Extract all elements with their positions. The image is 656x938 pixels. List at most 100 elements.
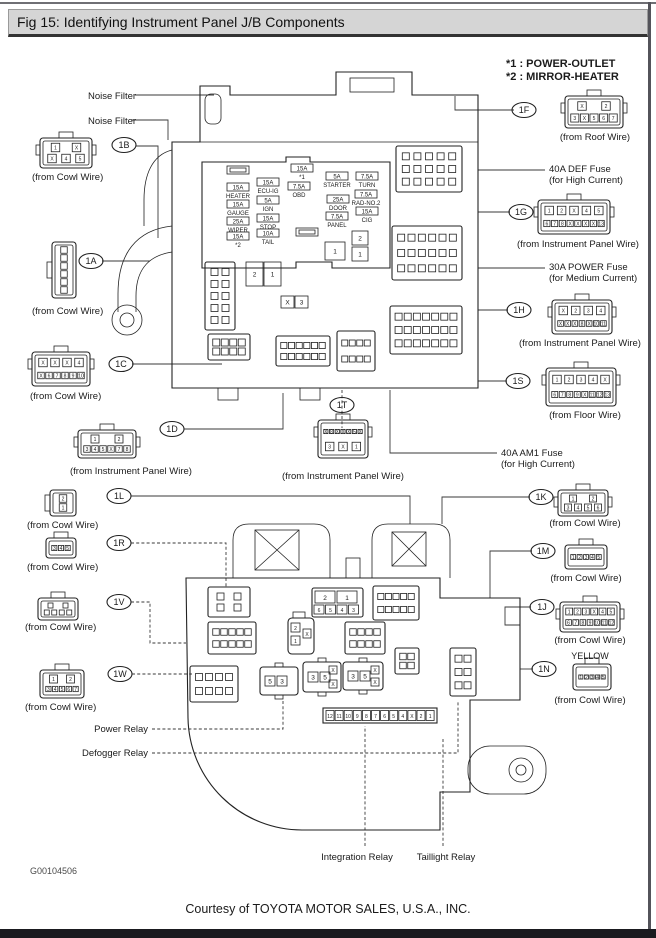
footprint-pin <box>425 165 433 173</box>
numbered-box-label: 1 <box>358 251 362 258</box>
footprint-pin <box>431 312 440 321</box>
connector-pin <box>74 357 84 368</box>
connector-body-inner <box>567 98 621 126</box>
numbered-cell-label: 4 <box>341 608 344 614</box>
fuse-box-inner <box>229 167 247 173</box>
strip-cell <box>334 710 344 721</box>
connector-pin-number: 2 <box>62 496 65 502</box>
footprint-pin <box>394 339 403 348</box>
footprint-pin <box>233 603 242 612</box>
connector-pin <box>570 113 580 123</box>
leader-line <box>504 606 531 626</box>
connector-pin-number: 5 <box>102 447 105 453</box>
footprint-pin <box>212 338 221 347</box>
footprint-pin <box>417 233 426 242</box>
connector-pin <box>573 607 582 616</box>
connector-pin <box>558 305 568 316</box>
connector-pin <box>594 503 602 512</box>
fuse-panel-outline <box>201 156 391 269</box>
footprint-pin <box>205 687 213 695</box>
footprint-pin <box>440 339 449 348</box>
footprint-pin <box>212 628 220 636</box>
footprint-pin <box>363 355 371 363</box>
connector-lock-tab <box>50 591 66 599</box>
fuse-blank <box>226 165 250 175</box>
footprint-pin <box>356 339 364 347</box>
footprint-pin <box>440 326 449 334</box>
footprint-pin <box>210 280 219 288</box>
connector-pin-number: 3 <box>573 116 576 122</box>
footprint-pin <box>288 353 295 360</box>
footprint-pin <box>280 353 288 360</box>
footprint-pin <box>449 326 458 334</box>
connector-pin-number: 5 <box>587 505 590 511</box>
callout-oval <box>106 487 132 505</box>
footprint-pin <box>425 177 433 186</box>
relay-tab <box>358 657 368 663</box>
footprint-pin <box>303 353 311 360</box>
footprint-pin <box>412 326 421 334</box>
connector-pin-number: 9 <box>576 392 579 398</box>
connector-body <box>39 137 93 169</box>
fuse-blank <box>295 227 319 237</box>
fuse-amp: 15A <box>297 167 308 173</box>
footprint-pin <box>422 339 430 348</box>
connector-lock-tab <box>573 361 589 369</box>
footprint-pin <box>436 152 445 161</box>
am1-fuse-label: 40A AM1 Fuse <box>501 448 563 459</box>
footprint-pin <box>448 177 457 186</box>
fuse-name: OBD <box>292 193 306 199</box>
footprint-body <box>372 585 420 621</box>
connector-pin <box>47 602 54 609</box>
footprint-pin <box>225 673 233 681</box>
strip-body <box>322 707 438 724</box>
connector-pin <box>595 554 602 560</box>
connector-lug <box>73 436 79 448</box>
connector-pin-number: 4 <box>592 377 595 383</box>
strip-cell <box>361 710 371 721</box>
connector-lug <box>27 358 33 370</box>
footprint-pin <box>221 292 230 300</box>
strip-cell <box>416 710 426 721</box>
mounting-ear <box>508 757 534 783</box>
footprint-body <box>395 145 463 193</box>
jb-connector-footprint <box>372 585 420 621</box>
footprint-pin <box>413 177 422 186</box>
connector-body-inner <box>52 492 74 514</box>
footprint-pin <box>436 165 445 173</box>
connector-callout-1F: 1F <box>511 101 537 119</box>
callout-oval <box>159 420 185 438</box>
fuse-amp: 5A <box>333 175 340 181</box>
mounting-arm <box>135 251 173 312</box>
fuse-amp: 5A <box>264 199 271 205</box>
mini-vertical-connector: 21X <box>287 611 315 655</box>
jb-numbered-box: 2 <box>245 261 264 287</box>
fuse-amp: 7.5A <box>293 185 305 191</box>
connector-pin <box>565 619 572 626</box>
connector-lock-tab <box>566 193 582 201</box>
connector-lug <box>35 144 41 156</box>
connector-callout-1J: 1J <box>529 598 555 616</box>
connector-lug <box>619 608 625 620</box>
relay-pin-label: 5 <box>363 673 367 680</box>
fuse-box <box>256 177 280 187</box>
fuse-name: *1 <box>299 175 305 181</box>
mini-pin-label: 2 <box>294 626 297 632</box>
connector-pin <box>556 205 567 216</box>
footprint-pin <box>417 249 426 257</box>
power-fuse-label: 30A POWER Fuse <box>549 262 628 273</box>
footprint-pin <box>212 640 220 648</box>
connector-body-inner <box>554 302 610 332</box>
callout-oval <box>506 301 532 319</box>
connector-pin <box>72 685 79 693</box>
connector-body-inner <box>42 672 82 696</box>
connector-pin-number: 5 <box>597 555 600 561</box>
strip-cell-label: 5 <box>392 714 395 720</box>
mini-pin <box>302 628 312 639</box>
numbered-cell <box>336 590 358 604</box>
